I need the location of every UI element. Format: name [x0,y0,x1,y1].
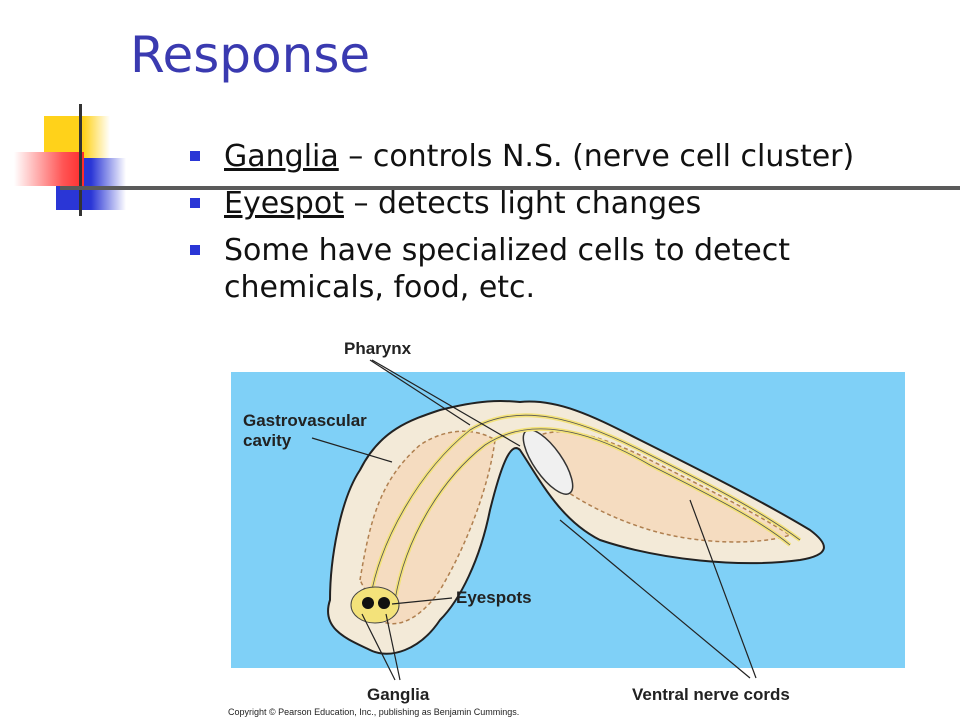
eyespots-leader [391,597,453,605]
ganglia-shape [350,586,400,624]
decor-red-square [14,152,84,186]
bullet-marker-icon [190,151,200,161]
bullet-term: Ganglia [224,139,339,174]
eyespot-left [362,597,374,609]
ganglia-leader-1 [361,613,396,681]
pharynx-leader-2 [369,359,471,426]
bullet-term: Eyespot [224,186,344,221]
label-eyespots: Eyespots [456,588,532,607]
eyespot-right [378,597,390,609]
label-ventral-nerve-cords: Ventral nerve cords [632,685,790,704]
bullet-text: – controls N.S. (nerve cell cluster) [338,139,855,174]
bullet-text: Some have specialized cells to detect ch… [224,233,790,305]
gastro-leader [311,437,393,463]
label-gastrovascular-line1: Gastrovascular [243,411,367,430]
label-gastrovascular-line2: cavity [243,431,292,450]
bullet-marker-icon [190,245,200,255]
gastrovascular-right [529,431,792,543]
ganglia-leader-2 [385,613,401,681]
copyright-text: Copyright © Pearson Education, Inc., pub… [228,707,520,717]
ventral-leader-1 [559,519,751,679]
gastrovascular-left [359,430,496,625]
bullet-item-eyespot: Eyespot – detects light changes [190,185,950,222]
bullet-item-specialized-cells: Some have specialized cells to detect ch… [190,232,950,306]
bullet-text: – detects light changes [343,186,702,221]
decor-vertical-line [79,104,82,216]
label-pharynx: Pharynx [344,339,412,358]
label-ganglia: Ganglia [367,685,430,704]
bullet-marker-icon [190,198,200,208]
pharynx-leader [371,359,521,447]
bullet-item-ganglia: Ganglia – controls N.S. (nerve cell clus… [190,138,950,175]
title-divider [60,186,960,190]
ventral-leader-2 [689,499,757,679]
slide-title: Response [130,26,371,84]
bullet-list: Ganglia – controls N.S. (nerve cell clus… [190,138,950,316]
